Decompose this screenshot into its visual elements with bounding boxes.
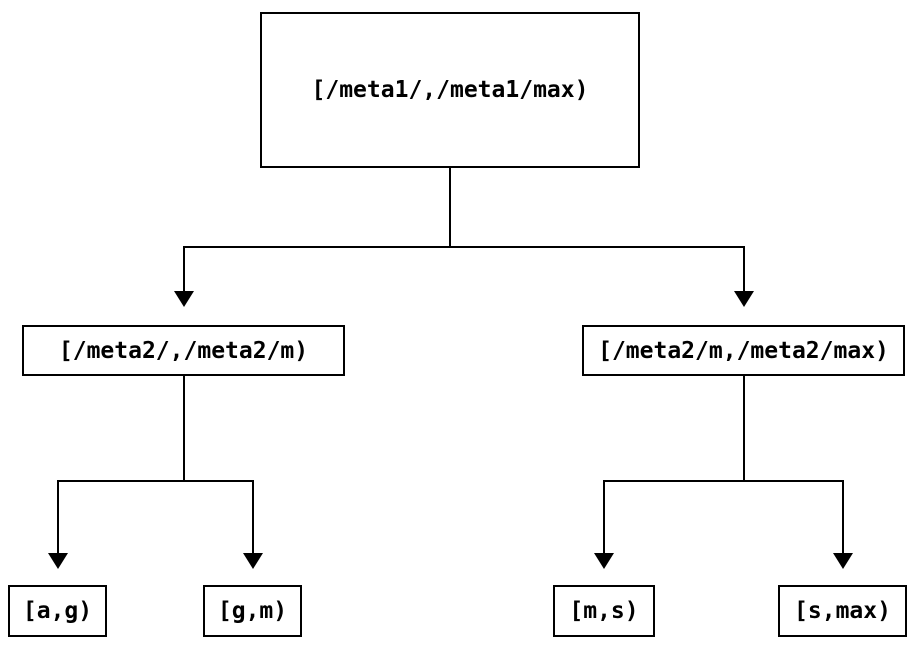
edge-root-rail <box>183 246 745 248</box>
arrowhead-down-icon <box>48 553 68 569</box>
node-root-meta1-label: [/meta1/,/meta1/max) <box>311 77 589 103</box>
node-meta2-right-label: [/meta2/m,/meta2/max) <box>598 337 889 364</box>
edge-meta2-left-stem <box>183 376 185 480</box>
edge-to-leaf-ag-drop <box>57 482 59 553</box>
node-meta2-left-label: [/meta2/,/meta2/m) <box>58 337 309 364</box>
node-leaf-ag-label: [a,g) <box>22 598 93 624</box>
node-leaf-ms-label: [m,s) <box>569 598 639 624</box>
node-leaf-smax-label: [s,max) <box>794 598 891 624</box>
edge-meta2-left-rail <box>57 480 254 482</box>
node-root-meta1: [/meta1/,/meta1/max) <box>260 12 640 168</box>
arrowhead-down-icon <box>174 291 194 307</box>
edge-meta2-right-rail <box>603 480 844 482</box>
edge-to-leaf-gm-drop <box>252 482 254 553</box>
node-leaf-gm: [g,m) <box>203 585 302 637</box>
node-leaf-ms: [m,s) <box>553 585 655 637</box>
edge-root-to-right-drop <box>743 248 745 291</box>
edge-root-stem <box>449 168 451 246</box>
arrowhead-down-icon <box>594 553 614 569</box>
node-leaf-gm-label: [g,m) <box>217 598 288 624</box>
arrowhead-down-icon <box>243 553 263 569</box>
node-leaf-smax: [s,max) <box>778 585 907 637</box>
edge-root-to-left-drop <box>183 248 185 291</box>
edge-meta2-right-stem <box>743 376 745 480</box>
arrowhead-down-icon <box>833 553 853 569</box>
arrowhead-down-icon <box>734 291 754 307</box>
node-meta2-left: [/meta2/,/meta2/m) <box>22 325 345 376</box>
node-meta2-right: [/meta2/m,/meta2/max) <box>582 325 905 376</box>
edge-to-leaf-ms-drop <box>603 482 605 553</box>
node-leaf-ag: [a,g) <box>8 585 107 637</box>
edge-to-leaf-smax-drop <box>842 482 844 553</box>
